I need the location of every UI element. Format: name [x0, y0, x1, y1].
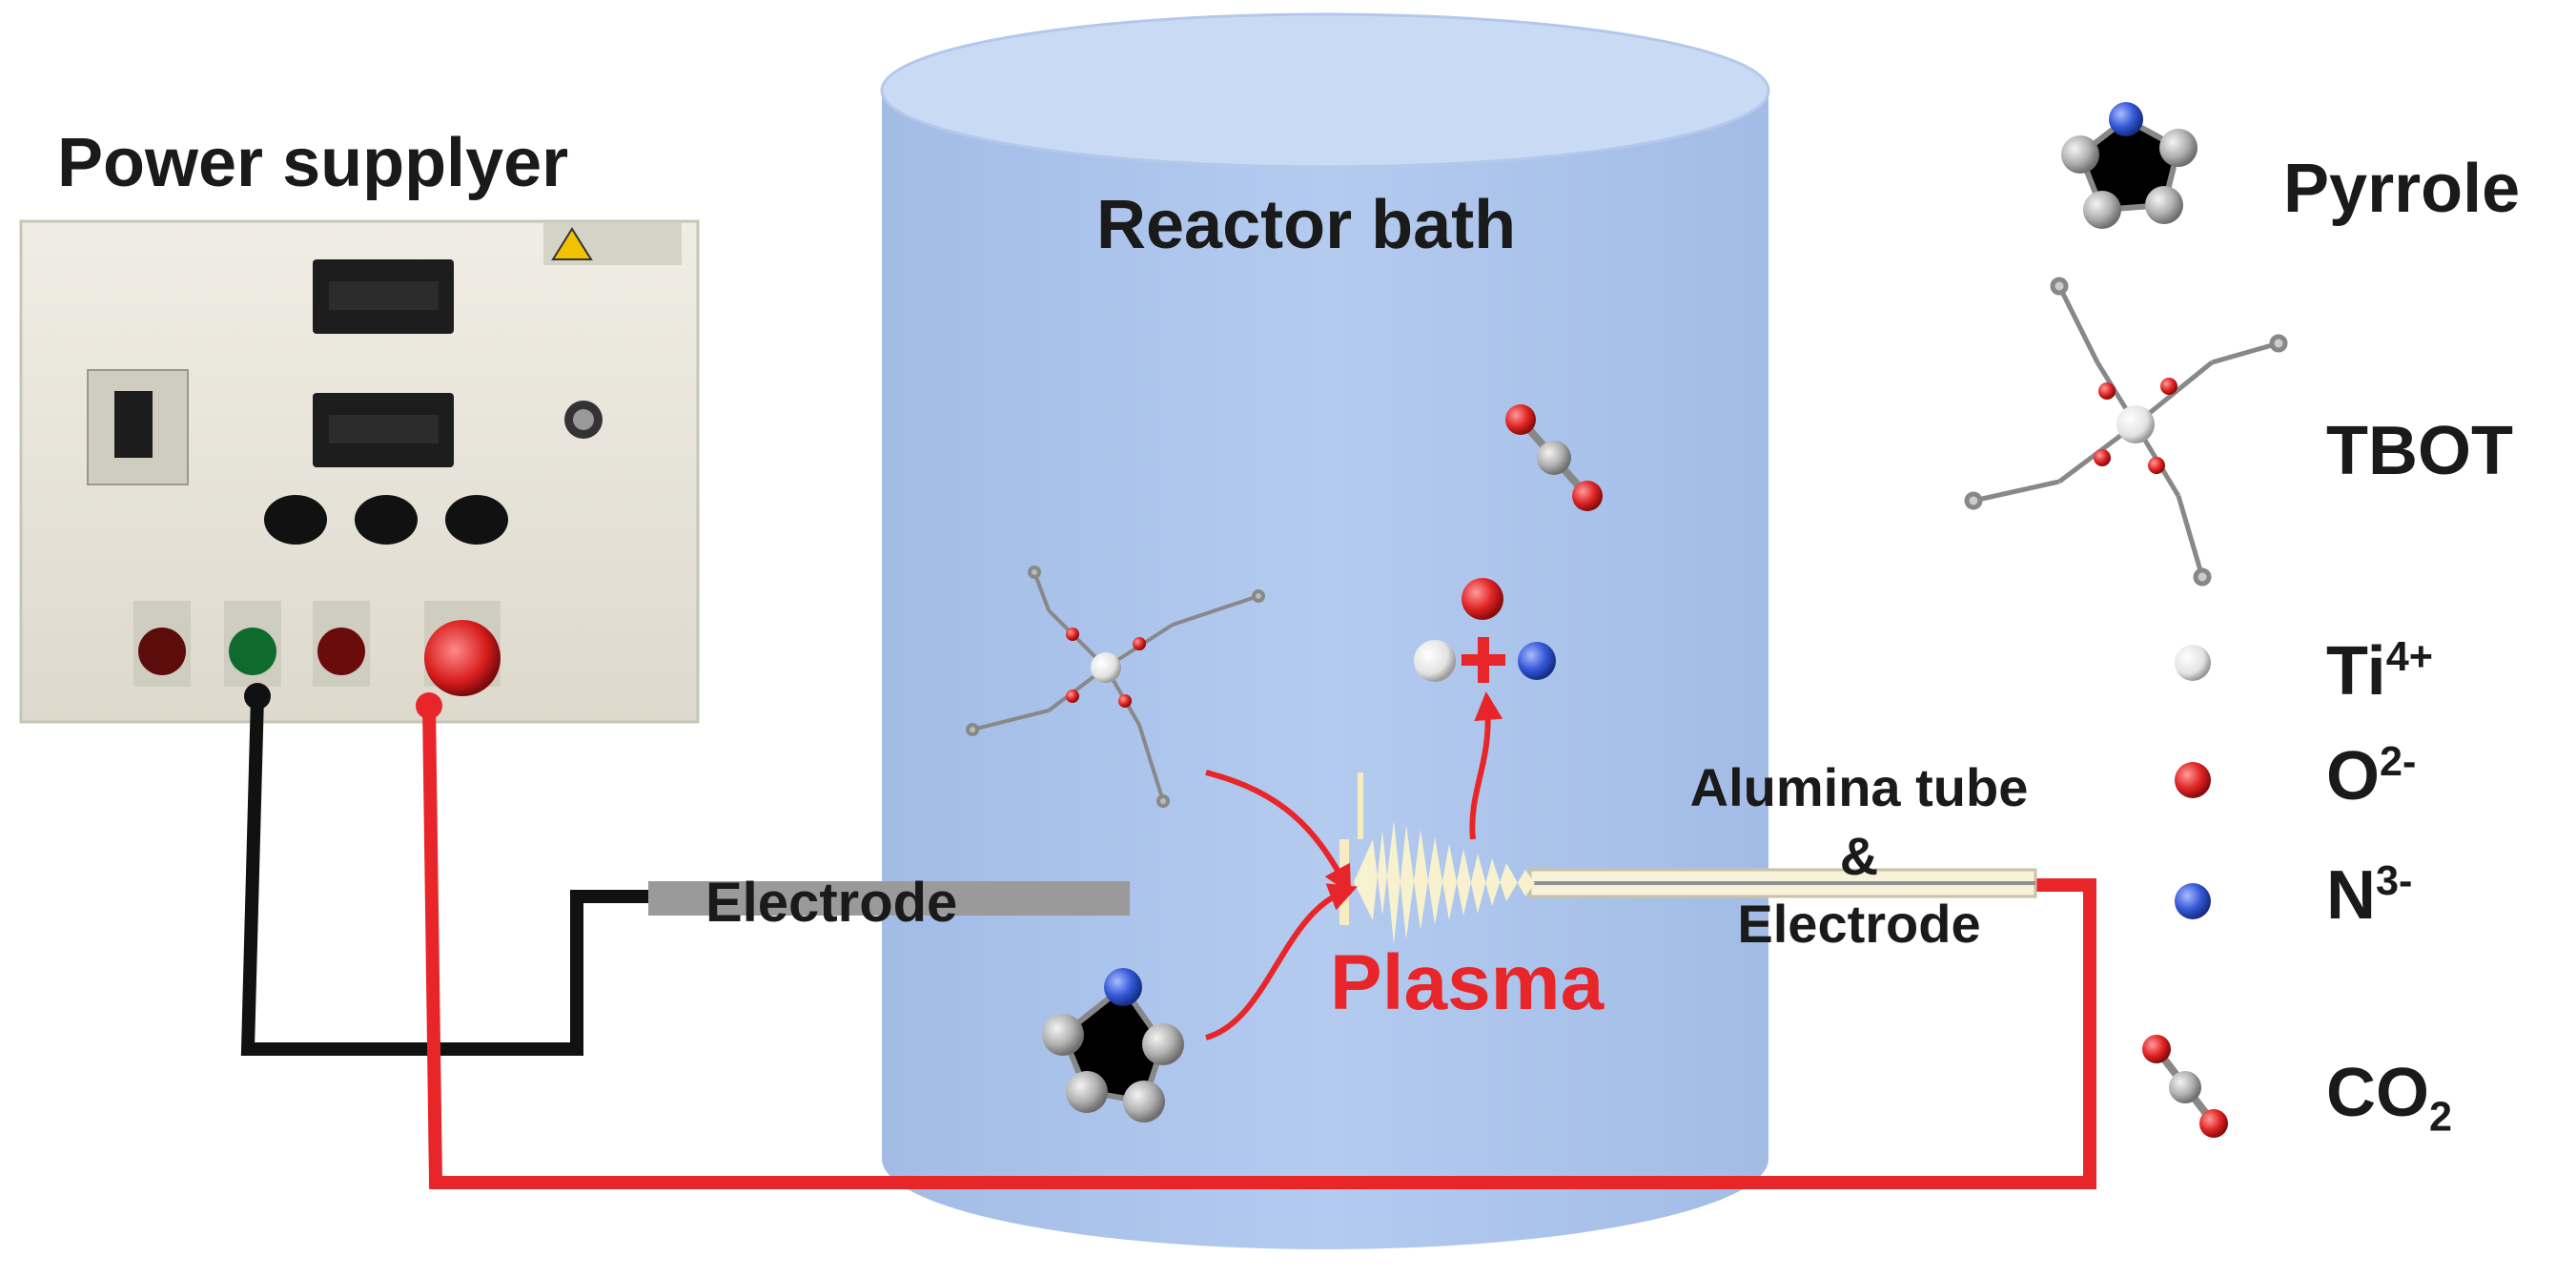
- legend-tbot-icon: [1964, 277, 2288, 587]
- product-ions: [1414, 578, 1556, 683]
- power-supply-panel: [19, 219, 700, 724]
- left-electrode-rod: [648, 881, 1130, 916]
- legend-tbot-label: TBOT: [2326, 413, 2513, 489]
- legend-co2-base: CO: [2326, 1055, 2429, 1131]
- legend-pyrrole-icon: [2061, 102, 2198, 229]
- legend-co2-subscript: 2: [2429, 1094, 2453, 1141]
- tbot-molecule-bath: [966, 566, 1265, 808]
- legend-co2-icon: [2142, 1035, 2228, 1138]
- alumina-tube-line2: &: [1839, 825, 1879, 886]
- wires: [240, 683, 2096, 1189]
- legend-n-icon: [2175, 883, 2211, 919]
- pyrrole-molecule-bath: [1042, 968, 1184, 1123]
- legend-ti-charge: 4+: [2385, 634, 2433, 680]
- reactor-bath: [880, 12, 1770, 1249]
- legend-o-charge: 2-: [2380, 739, 2417, 785]
- legend-pyrrole-label: Pyrrole: [2283, 151, 2521, 227]
- legend-n-label: N3-: [2326, 858, 2413, 930]
- legend-o-base: O: [2326, 738, 2381, 814]
- alumina-tube: [1528, 868, 2037, 898]
- reaction-arrows: [1205, 691, 1503, 1040]
- reactor-bath-title: Reactor bath: [1096, 187, 1517, 263]
- alumina-tube-label: Alumina tube & Electrode: [1621, 753, 2097, 958]
- legend-ti-label: Ti4+: [2326, 634, 2433, 706]
- legend-n-charge: 3-: [2376, 858, 2413, 904]
- alumina-tube-line3: Electrode: [1737, 894, 1981, 955]
- legend-ti-icon: [2175, 645, 2211, 681]
- plasma-label: Plasma: [1330, 939, 1605, 1026]
- legend-o-label: O2-: [2326, 739, 2417, 811]
- legend-co2-label: CO2: [2326, 1059, 2452, 1139]
- electrode-label: Electrode: [705, 872, 958, 934]
- power-supplyer-title: Power supplyer: [57, 125, 569, 201]
- alumina-tube-line1: Alumina tube: [1689, 757, 2029, 817]
- legend-o-icon: [2175, 762, 2211, 798]
- legend-ti-base: Ti: [2326, 633, 2386, 710]
- co2-molecule-bath: [1505, 404, 1603, 511]
- legend-n-base: N: [2326, 857, 2376, 934]
